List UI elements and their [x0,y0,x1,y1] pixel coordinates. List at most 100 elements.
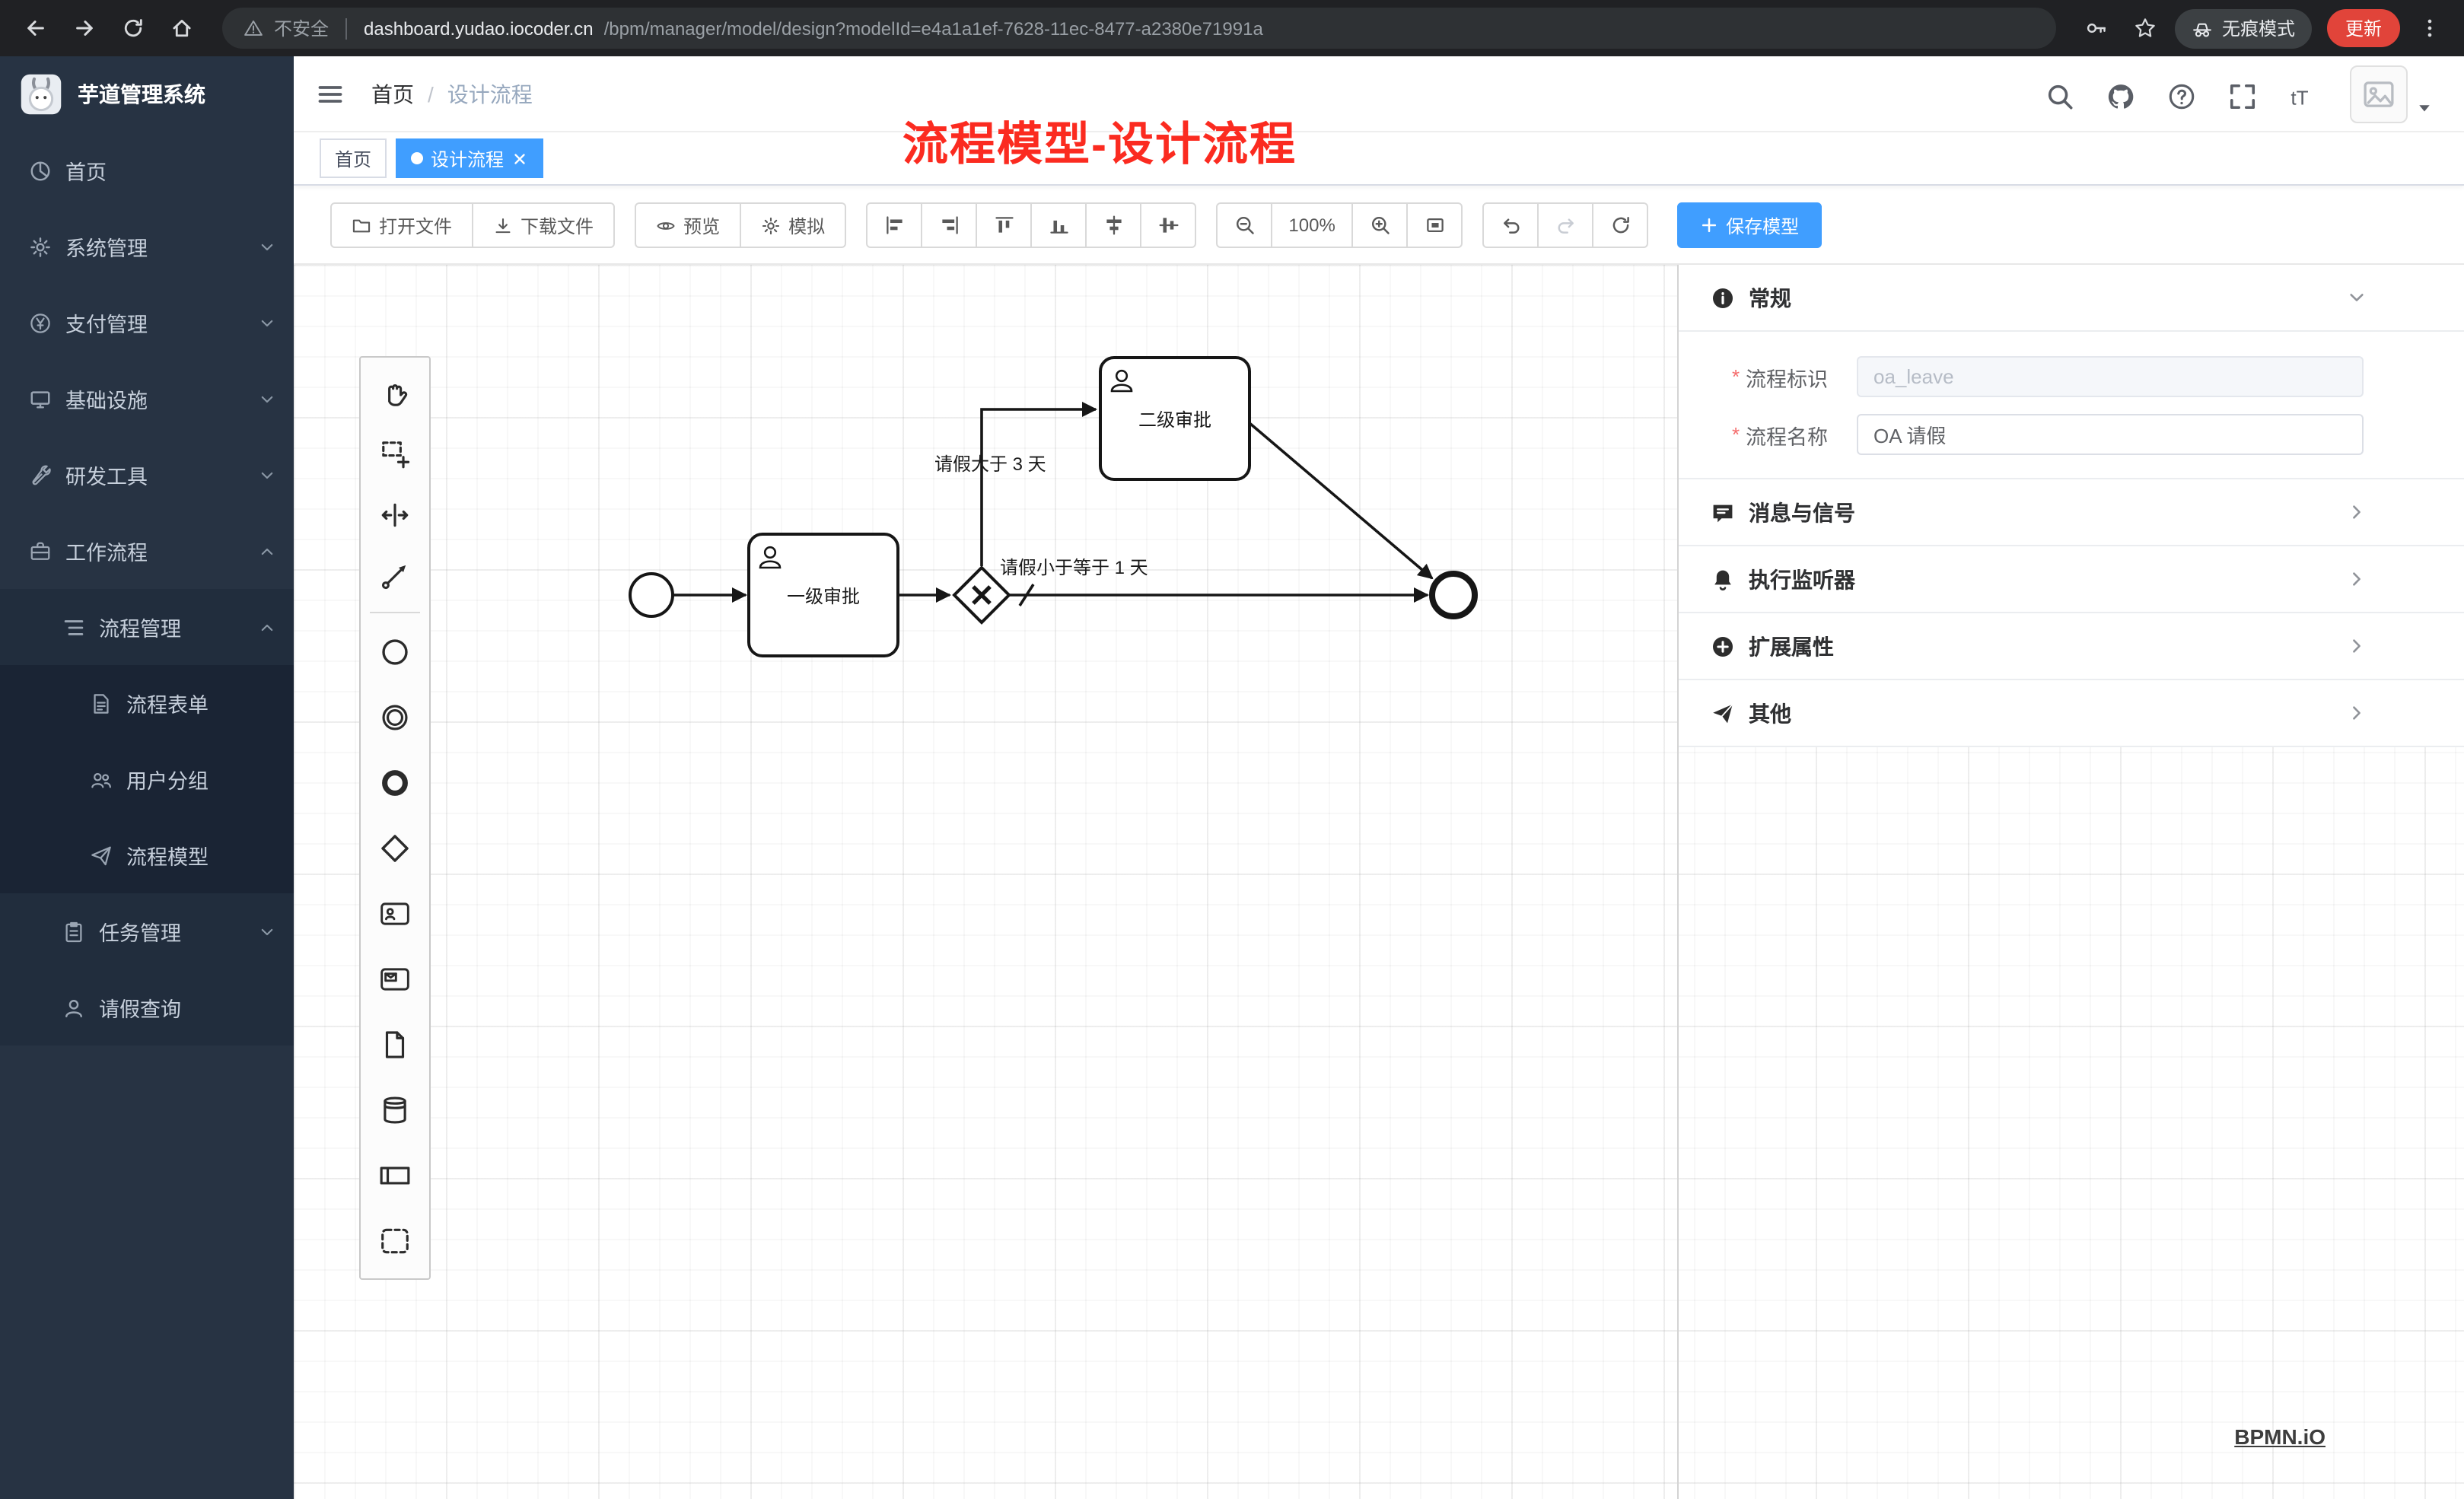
start-event[interactable] [629,572,674,618]
chevron-right-icon [2347,703,2367,723]
save-model-button[interactable]: 保存模型 [1677,202,1823,248]
tab-design-process[interactable]: 设计流程 [396,138,544,178]
palette-hand-tool[interactable] [365,362,425,423]
sidebar-item-user-group[interactable]: 用户分组 [0,741,294,817]
connect-tool-icon [379,559,411,591]
image-placeholder-icon [2362,77,2396,110]
align-top-button[interactable] [976,202,1033,248]
sidebar-item-infra[interactable]: 基础设施 [0,361,294,437]
intermediate-event-icon [379,702,411,734]
tab-home[interactable]: 首页 [320,138,387,178]
user-task-2[interactable] [1099,356,1251,481]
browser-update-button[interactable]: 更新 [2326,9,2400,47]
breadcrumb-home[interactable]: 首页 [371,81,414,106]
zoom-level[interactable]: 100% [1271,202,1354,248]
section-extended-attrs[interactable]: 扩展属性 [1679,613,2464,680]
palette-data-object[interactable] [365,1012,425,1077]
palette-lasso-tool[interactable] [365,423,425,484]
palette-start-event[interactable] [365,619,425,685]
palette-end-event[interactable] [365,750,425,816]
preview-button[interactable]: 预览 [635,202,742,248]
browser-reload-button[interactable] [113,8,152,48]
password-key-button[interactable] [2077,8,2117,48]
sidebar-item-devtools[interactable]: 研发工具 [0,437,294,513]
zoom-in-icon [1369,215,1390,236]
caret-down-icon [2415,98,2434,116]
flow-gateway-to-task2[interactable] [980,402,1097,566]
browser-back-button[interactable] [15,8,55,48]
sidebar-item-leave-query[interactable]: 请假查询 [0,969,294,1045]
browser-forward-button[interactable] [64,8,103,48]
palette-group[interactable] [365,1208,425,1274]
end-event[interactable] [1429,571,1478,619]
palette-data-store[interactable] [365,1077,425,1143]
section-message-signal[interactable]: 消息与信号 [1679,479,2464,546]
gateway-x-marker [972,585,992,605]
section-general-body: * 流程标识 * 流程名称 [1679,332,2464,479]
browser-home-button[interactable] [161,8,201,48]
redo-button[interactable] [1537,202,1594,248]
align-middle-button[interactable] [1140,202,1197,248]
fit-viewport-button[interactable] [1406,202,1463,248]
palette-receive-task[interactable] [365,947,425,1012]
bpmn-io-watermark[interactable]: BPMN.iO [2234,1424,2326,1449]
user-task-1[interactable] [747,533,899,657]
palette-connect-tool[interactable] [365,545,425,606]
open-file-button[interactable]: 打开文件 [330,202,474,248]
download-file-button[interactable]: 下载文件 [472,202,616,248]
align-middle-icon [1157,215,1179,236]
font-size-icon[interactable]: tT [2289,81,2318,110]
sidebar-item-process-model[interactable]: 流程模型 [0,817,294,893]
palette-gateway[interactable] [365,816,425,881]
sidebar-item-process-mgmt[interactable]: 流程管理 [0,589,294,665]
help-icon[interactable] [2167,81,2196,110]
palette-intermediate-event[interactable] [365,685,425,750]
sidebar-item-workflow[interactable]: 工作流程 [0,513,294,589]
align-left-button[interactable] [866,202,923,248]
not-secure-icon [244,18,263,38]
address-bar[interactable]: 不安全 dashboard.yudao.iocoder.cn/bpm/manag… [222,8,2056,49]
fullscreen-icon[interactable] [2228,81,2257,110]
tools-icon [29,463,52,486]
bookmark-button[interactable] [2126,8,2166,48]
menu-dots-icon [2418,17,2440,40]
align-bottom-button[interactable] [1030,202,1087,248]
restart-button[interactable] [1592,202,1649,248]
zoom-out-button[interactable] [1216,202,1273,248]
github-icon[interactable] [2106,81,2135,110]
condition-label-le1: 请假小于等于 1 天 [1000,558,1148,578]
align-center-button[interactable] [1085,202,1142,248]
process-key-input [1857,356,2364,397]
avatar [2350,65,2408,123]
palette-participant[interactable] [365,1143,425,1208]
hamburger-icon[interactable] [317,80,344,107]
sidebar-item-task-mgmt[interactable]: 任务管理 [0,893,294,969]
svg-text:tT: tT [2291,86,2308,109]
close-icon[interactable] [511,150,528,167]
browser-menu-button[interactable] [2409,8,2449,48]
align-right-button[interactable] [921,202,978,248]
sidebar-menu: 首页 系统管理 支付管理 基础设施 研发工具 工作流程 流程管理 流程表单 用户… [0,132,294,1045]
document-icon [90,692,113,714]
undo-button[interactable] [1482,202,1539,248]
zoom-in-button[interactable] [1351,202,1409,248]
bpmn-canvas[interactable]: 一级审批 二级审批 请假大于 3 天 请假小于等于 1 天 [294,263,2464,1499]
section-other[interactable]: 其他 [1679,680,2464,747]
flow-task2-to-end[interactable] [1248,422,1434,580]
process-name-input[interactable] [1857,414,2364,455]
search-icon[interactable] [2045,81,2074,110]
user-menu[interactable] [2350,65,2434,123]
palette-user-task[interactable] [365,881,425,947]
app-logo[interactable]: 芋道管理系统 [0,56,294,132]
sidebar-item-payment[interactable]: 支付管理 [0,285,294,361]
section-general[interactable]: 常规 [1679,265,2464,332]
palette-space-tool[interactable] [365,484,425,545]
simulate-button[interactable]: 模拟 [740,202,847,248]
active-tab-dot [411,152,424,164]
sidebar-item-home[interactable]: 首页 [0,132,294,208]
sidebar-item-system[interactable]: 系统管理 [0,208,294,285]
section-execution-listener[interactable]: 执行监听器 [1679,546,2464,613]
reload-icon [121,17,144,40]
chevron-down-icon [2347,288,2367,307]
sidebar-item-process-form[interactable]: 流程表单 [0,665,294,741]
